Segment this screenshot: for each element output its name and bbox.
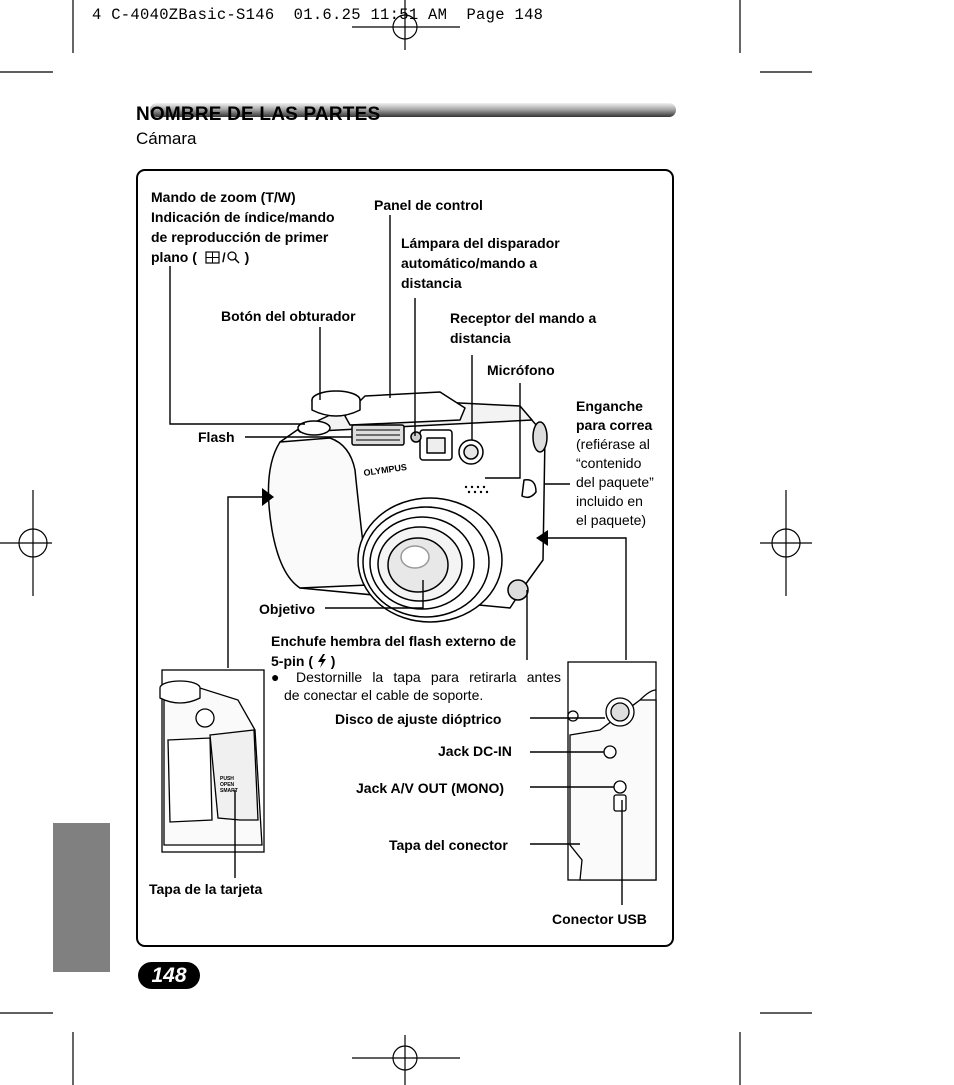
- bullet-icon: ●: [271, 669, 286, 685]
- section-subtitle: Cámara: [136, 129, 197, 148]
- section-title: NOMBRE DE LAS PARTES: [136, 104, 381, 125]
- card-cover-label: Tapa de la tarjeta: [149, 881, 263, 897]
- print-header: 4 C-4040ZBasic-S146 01.6.25 11:51 AM Pag…: [92, 6, 544, 24]
- card-print-1: PUSH: [220, 776, 234, 782]
- microphone-label: Micrófono: [487, 362, 555, 378]
- strap-eyelet: [521, 479, 537, 499]
- shutter-button-label: Botón del obturador: [221, 308, 356, 324]
- lens-label: Objetivo: [259, 601, 316, 617]
- usb-connector-label: Conector USB: [552, 911, 647, 927]
- usb-port: [613, 794, 627, 812]
- connector-cover-label: Tapa del conector: [389, 837, 508, 853]
- flash-label: Flash: [198, 429, 235, 445]
- chapter-side-tab: [53, 823, 110, 972]
- svg-text:/: /: [222, 250, 226, 264]
- camera-grip: [267, 437, 369, 589]
- remote-receiver-label: Receptor del mando a distancia: [450, 310, 597, 346]
- card-print-3: SMART: [220, 788, 238, 794]
- control-panel-label: Panel de control: [374, 197, 483, 213]
- diagram-frame: [136, 169, 674, 947]
- av-out-label: Jack A/V OUT (MONO): [356, 780, 505, 796]
- card-print-2: OPEN: [220, 782, 235, 788]
- diopter-dial-label: Disco de ajuste dióptrico: [335, 711, 502, 727]
- strap-eyelet-label: Enganche para correa (refiérase al “cont…: [576, 398, 654, 528]
- index-display-icon: /: [205, 250, 240, 265]
- ext-flash-note: ● Destornille la tapa para retirarla ant…: [271, 669, 561, 703]
- card-cover: [209, 729, 259, 821]
- av-out-jack: [613, 780, 627, 794]
- self-timer-lamp-label: Lámpara del disparador automático/mando …: [401, 235, 560, 291]
- flash-bolt-icon: [317, 654, 326, 668]
- dc-in-jack: [603, 745, 617, 759]
- zoom-lever-label: Mando de zoom (T/W) Indicación de índice…: [151, 189, 335, 265]
- dc-in-label: Jack DC-IN: [438, 743, 512, 759]
- ext-flash-socket-label: Enchufe hembra del flash externo de 5-pi…: [271, 633, 517, 669]
- page-number: 148: [138, 962, 200, 989]
